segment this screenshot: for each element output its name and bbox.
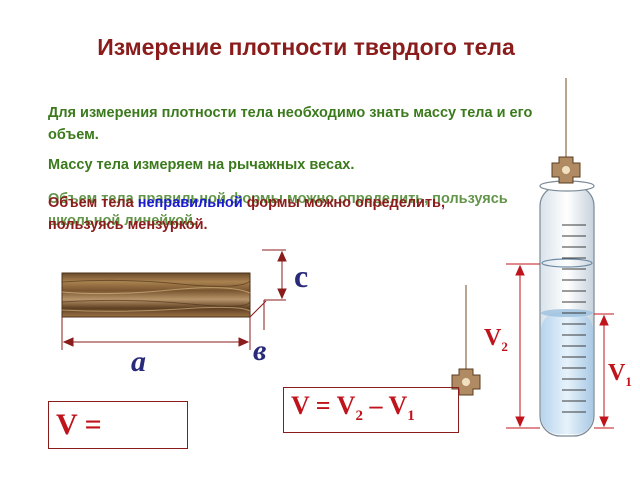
text-irregular-highlight: неправильной — [137, 195, 243, 211]
volume-answer-box — [48, 401, 188, 449]
formula-box — [283, 387, 459, 433]
dimension-v2 — [506, 263, 540, 429]
volume-answer-label: V = — [56, 408, 102, 441]
label-b: в — [253, 334, 267, 367]
cylinder-scale — [562, 224, 586, 413]
dimension-v1 — [594, 313, 614, 429]
hanging-weight-lower — [451, 285, 481, 396]
label-v1-letter: V — [608, 360, 626, 386]
text-irregular-shape: Объем тела неправильной формы можно опре… — [48, 192, 448, 236]
measuring-cylinder — [539, 180, 595, 437]
page-title: Измерение плотности твердого тела — [97, 34, 515, 60]
text-mass-volume: Для измерения плотности тела необходимо … — [48, 105, 533, 143]
formula-minus: – V — [362, 391, 408, 420]
label-a: а — [131, 345, 146, 378]
text-irregular-part1: Объем тела — [48, 195, 138, 211]
formula-sub1: 2 — [355, 408, 363, 425]
label-v1-sub: 1 — [625, 373, 632, 389]
label-v2-letter: V — [484, 325, 502, 351]
text-mass-scales: Массу тела измеряем на рычажных весах. — [48, 157, 355, 173]
formula-prefix: V = V — [291, 391, 356, 420]
dimension-a — [61, 317, 251, 350]
label-v2: V2 — [484, 325, 508, 355]
text-irregular-part2: формы можно определить, пользуясь мензур… — [48, 195, 445, 233]
label-v2-sub: 2 — [501, 338, 508, 354]
volume-formula: V = V2 – V1 — [291, 391, 415, 425]
formula-sub2: 1 — [407, 408, 415, 425]
dimension-c — [262, 249, 287, 301]
text-regular-shape: Объем тела правильной формы можно опреде… — [48, 191, 508, 229]
hanging-weight-upper — [551, 78, 581, 184]
dimension-b — [249, 300, 267, 330]
wooden-block — [61, 272, 251, 318]
label-v1: V1 — [608, 360, 632, 390]
label-c: с — [294, 258, 309, 294]
